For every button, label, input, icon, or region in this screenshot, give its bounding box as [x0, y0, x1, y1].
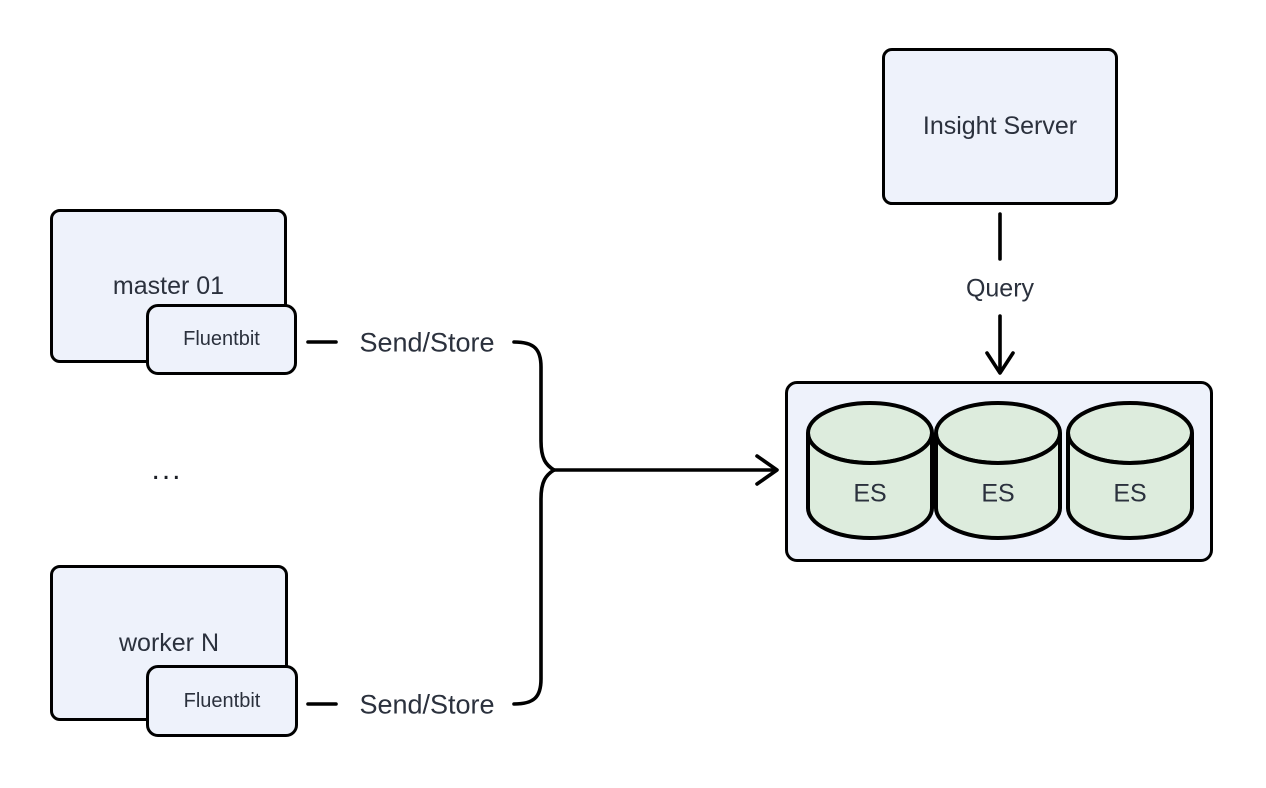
master-merge-curve [512, 340, 556, 472]
insight-server-node: Insight Server [882, 48, 1118, 205]
worker-fluentbit-node: Fluentbit [146, 665, 298, 737]
query-arrowhead-icon [985, 351, 1015, 375]
worker-node-label: worker N [118, 628, 219, 657]
database-icon-3-body [1066, 432, 1194, 540]
worker-merge-curve [512, 468, 556, 706]
merge-arrowhead-icon [755, 454, 779, 486]
es-node-3-label: ES [1113, 479, 1147, 508]
send-store-label-master: Send/Store [359, 327, 495, 358]
es-node-1-label: ES [853, 479, 887, 508]
database-icon-3 [1066, 401, 1194, 540]
send-store-label-worker: Send/Store [359, 689, 495, 720]
master-fluentbit-node: Fluentbit [146, 304, 297, 375]
more-nodes-ellipsis: ... [151, 453, 183, 486]
insight-server-label: Insight Server [922, 112, 1078, 140]
query-edge-label: Query [965, 274, 1035, 303]
database-icon-2-body [934, 432, 1062, 540]
database-icon-2 [934, 401, 1062, 540]
master-fluentbit-label: Fluentbit [183, 328, 260, 350]
database-icon-1 [806, 401, 934, 540]
es-node-2-label: ES [981, 479, 1015, 508]
worker-fluentbit-label: Fluentbit [183, 689, 261, 712]
master-node-label: master 01 [112, 271, 225, 300]
database-icon-1-body [806, 432, 934, 540]
